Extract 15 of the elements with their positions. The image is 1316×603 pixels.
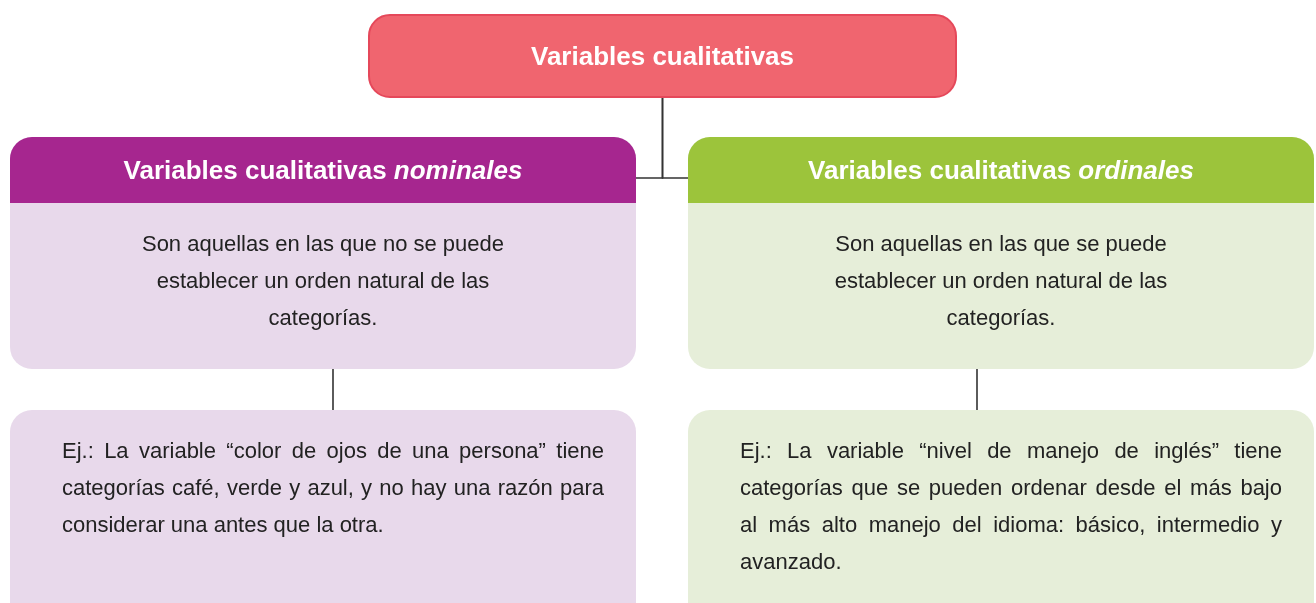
example-text: Ej.: La variable “color de ojos de una persona” tiene categorías café, verde y azul, y no hay una razón para considerar una antes que la otra. [62,437,604,539]
example-box [688,410,1314,603]
connector-line [332,368,334,411]
example-box [10,410,636,603]
connector-line [661,97,689,179]
title-text: Variables cualitativas [530,39,794,73]
title-box [368,14,957,98]
category-card [688,137,1314,369]
category-card [10,137,636,369]
connector-line [976,368,978,411]
card-heading: Variables cualitativas ordinales [808,153,1194,187]
example-text: Ej.: La variable “nivel de manejo de inglés” tiene categorías que se pueden ordenar desde el más bajo al más alto manejo del idioma: básico, intermedio y avanzado. [740,437,1282,576]
definition-text: Son aquellas en las que no se puede establecer un orden natural de las categorías. [140,230,506,332]
card-heading: Variables cualitativas nominales [123,153,523,187]
definition-text: Son aquellas en las que se puede establecer un orden natural de las categorías. [833,230,1169,332]
